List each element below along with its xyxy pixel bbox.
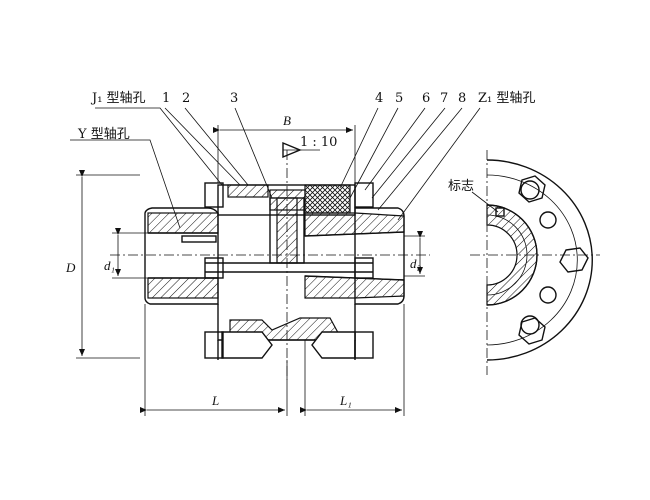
end-view-outer-arc <box>486 159 593 361</box>
left-hub-wall-top <box>147 212 219 234</box>
dim-l-label: L <box>211 393 219 408</box>
bolt-right-lower <box>311 331 356 359</box>
left-hub-wall-bottom <box>147 277 219 299</box>
end-view-hub-ring <box>486 204 538 306</box>
nut-left-lower <box>204 331 224 359</box>
part-number-2: 2 <box>182 91 190 106</box>
dim-d1-label: d₁ <box>104 258 115 273</box>
taper-symbol <box>282 141 302 159</box>
part-number-8: 8 <box>458 91 466 106</box>
label-z1-bore: Z₁ 型轴孔 <box>478 91 535 106</box>
part-number-1: 1 <box>162 91 170 106</box>
dim-dz-label: d₂ <box>410 256 422 271</box>
dim-l1-label: L₁ <box>339 393 352 408</box>
label-j1-bore: J₁ 型轴孔 <box>90 91 146 106</box>
part-number-3: 3 <box>230 91 238 106</box>
end-view-hex-nut <box>518 175 546 203</box>
label-mark: 标志 <box>448 179 474 194</box>
end-view-bolt-hole <box>520 180 540 200</box>
dim-b-label: B <box>283 113 291 128</box>
left-hub <box>144 207 219 305</box>
center-stub-hatch <box>276 197 298 264</box>
part-number-4: 4 <box>375 91 383 106</box>
keyway-left <box>181 235 217 243</box>
label-y-bore: Y 型轴孔 <box>77 127 130 142</box>
sleeve-hatch-left <box>227 184 269 198</box>
bolt-left-lower <box>221 331 273 359</box>
part-number-6: 6 <box>422 91 430 106</box>
end-view-bolt-hole <box>539 211 557 229</box>
section-view: 1 : 10 B D d₁ d₂ L L₁ <box>65 91 535 416</box>
nut-right-upper <box>354 182 374 208</box>
part-number-7: 7 <box>440 91 448 106</box>
nut-left-upper <box>204 182 224 208</box>
mark-square <box>495 207 505 217</box>
end-view-bolt-hole <box>539 286 557 304</box>
end-view-hex-nut <box>518 317 546 345</box>
dim-d-label: D <box>65 260 76 275</box>
rubber-element-top <box>304 184 351 214</box>
nut-right-lower <box>354 331 374 359</box>
end-view: 标志 <box>448 150 600 375</box>
part-number-5: 5 <box>395 91 403 106</box>
taper-ratio: 1 : 10 <box>300 135 337 150</box>
end-view-hex-nut <box>559 247 589 273</box>
